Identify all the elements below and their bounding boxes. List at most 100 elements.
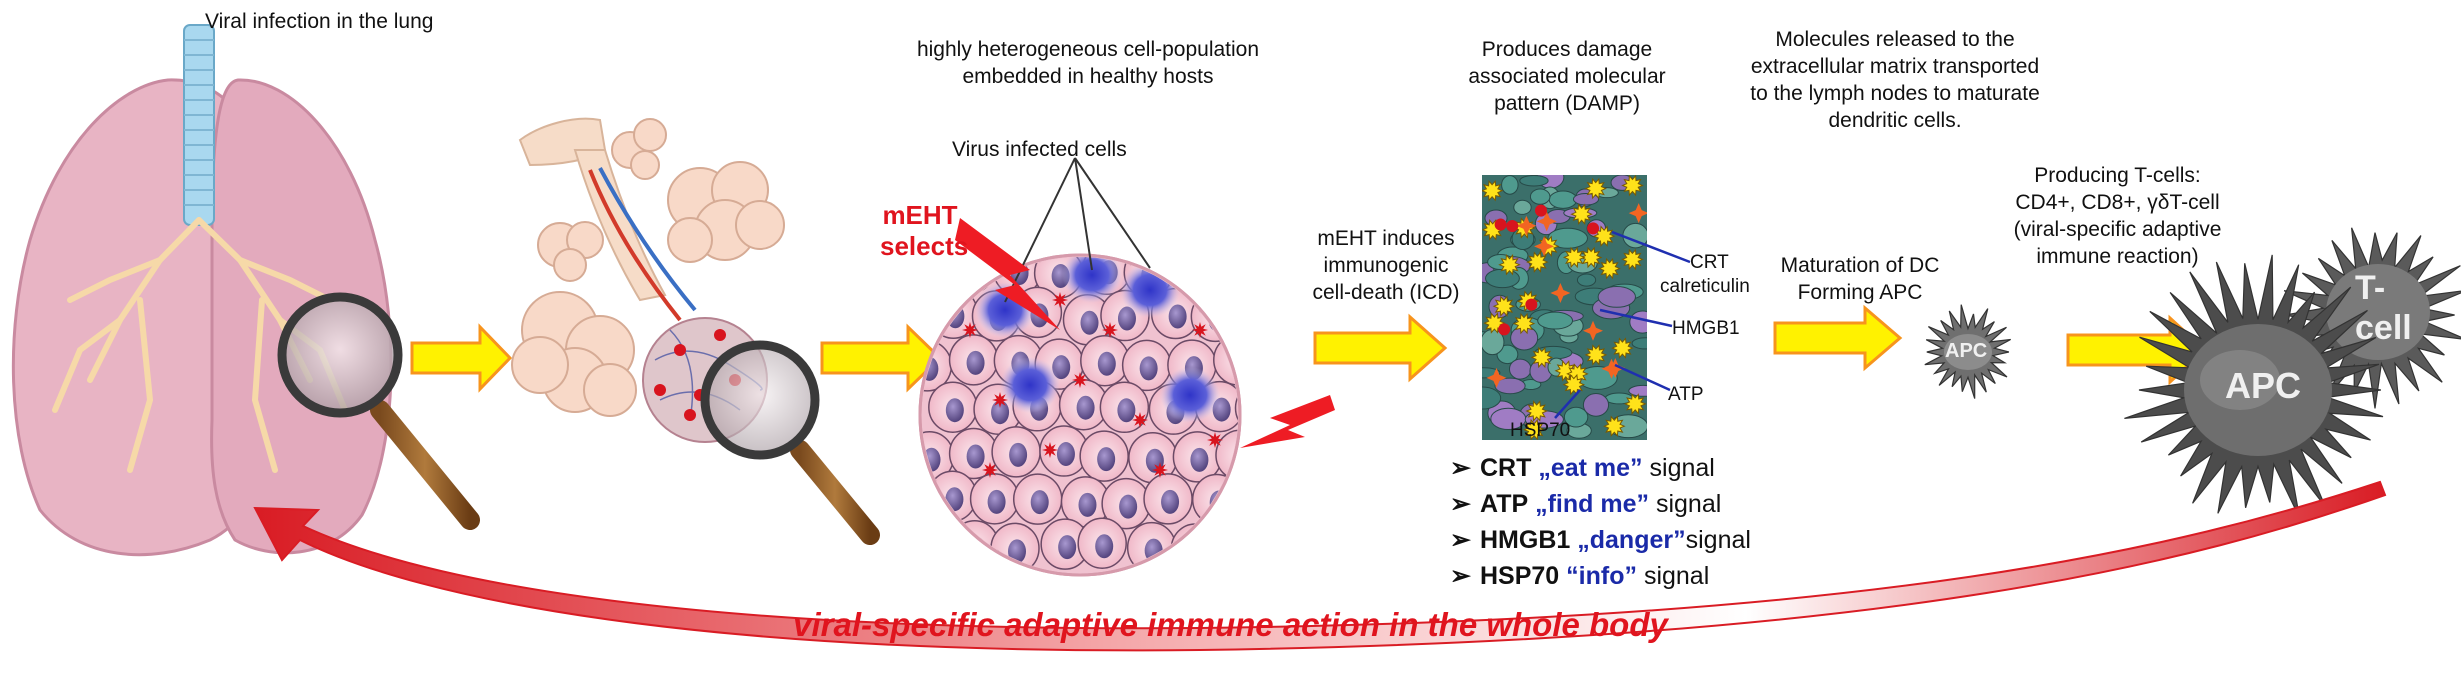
signal-suffix: signal xyxy=(1649,490,1722,518)
virus-particle xyxy=(992,392,1008,408)
cell-nucleus xyxy=(1117,306,1136,331)
tissue-cell xyxy=(1190,290,1238,343)
virus-particle xyxy=(982,462,998,478)
damp-tissue-blob xyxy=(1547,227,1588,249)
damp-tissue-blob xyxy=(1508,358,1532,380)
cell-nucleus xyxy=(987,489,1006,514)
mEHT-selects-line-2: selects xyxy=(880,231,969,261)
signal-phrase: „eat me” xyxy=(1538,454,1643,482)
mEHT-selects-label: mEHT selects xyxy=(880,200,969,262)
cell-nucleus xyxy=(1058,535,1077,560)
cell-nucleus xyxy=(1188,257,1207,282)
signal-molecule: HMGB1 xyxy=(1480,526,1571,554)
signal-row: ➢CRT „eat me” signal xyxy=(1450,450,1751,486)
damp-label-calreticulin: calreticulin xyxy=(1660,276,1750,297)
cell-nucleus xyxy=(945,398,964,423)
cell-nucleus xyxy=(1009,442,1028,467)
tissue-cell xyxy=(1215,429,1238,481)
damp-line-1: Produces damage xyxy=(1481,38,1653,61)
damp-molecule xyxy=(1584,177,1607,200)
cell-nucleus xyxy=(1139,356,1158,381)
damp-tissue-blob xyxy=(1529,188,1551,205)
tissue-cell xyxy=(1170,257,1221,293)
apc-large-label: APC xyxy=(2225,365,2302,406)
cell-nucleus xyxy=(1076,395,1095,420)
damp-tissue-blob xyxy=(1548,190,1578,209)
signal-suffix: signal xyxy=(1642,454,1715,482)
tissue-circle xyxy=(918,237,1268,577)
damp-molecule xyxy=(1562,373,1586,396)
bottom-caption: viral-specific adaptive immune action in… xyxy=(793,606,1668,643)
lightning-bolt-left xyxy=(955,218,1060,330)
cell-nucleus xyxy=(991,400,1010,425)
virus-particle xyxy=(1132,412,1148,428)
damp-label-hsp70: HSP70 xyxy=(1510,420,1571,441)
apc-small-core xyxy=(1944,334,1992,370)
damp-tissue-blob xyxy=(1537,311,1574,330)
cell-nucleus xyxy=(1250,495,1268,519)
damp-molecule xyxy=(1603,415,1626,437)
magnifier-lung xyxy=(277,292,480,530)
signal-molecule: ATP xyxy=(1480,490,1529,518)
tcell-line-1: Producing T-cells: xyxy=(2034,164,2201,187)
damp-tissue-blob xyxy=(1582,393,1610,417)
damp-red-dot xyxy=(1498,323,1511,336)
damp-tissue-blob xyxy=(1496,344,1519,365)
infected-cell xyxy=(1000,357,1060,413)
damp-tissue-blob xyxy=(1628,384,1647,397)
cell-nucleus xyxy=(966,350,985,375)
cell-nucleus xyxy=(1119,494,1138,519)
damp-molecule xyxy=(1570,203,1593,225)
tissue-cell xyxy=(1170,523,1221,573)
signal-row: ➢ATP „find me” signal xyxy=(1450,486,1751,522)
damp-molecule xyxy=(1526,251,1549,273)
damp-micrograph xyxy=(1482,175,1691,440)
damp-line-2: associated molecular xyxy=(1468,65,1666,88)
damp-molecule xyxy=(1621,175,1644,197)
signal-suffix: signal xyxy=(1685,526,1751,554)
icd-line-1: mEHT induces xyxy=(1317,227,1455,250)
molecules-line-4: dendritic cells. xyxy=(1828,109,1962,132)
damp-tissue-blob xyxy=(1485,268,1520,289)
damp-tissue-blob xyxy=(1519,175,1549,187)
apc-small-cell xyxy=(1924,304,2011,399)
flow-arrow-1 xyxy=(410,323,513,393)
signal-suffix: signal xyxy=(1637,562,1710,590)
apc-small-label: APC xyxy=(1945,340,1988,362)
magnifier-alveoli xyxy=(700,340,880,545)
damp-tissue-blob xyxy=(1501,175,1519,195)
damp-molecule xyxy=(1598,257,1621,280)
damp-molecule xyxy=(1621,248,1644,271)
alveoli-illustration xyxy=(511,117,880,545)
feedback-arrow xyxy=(253,480,2387,652)
cell-nucleus xyxy=(1161,489,1180,514)
tissue-cell xyxy=(1231,478,1238,530)
tcell-caption: Producing T-cells: CD4+, CD8+, γδT-cell … xyxy=(1995,162,2240,270)
virus-particle xyxy=(1112,237,1128,253)
damp-molecule xyxy=(1512,312,1536,335)
molecules-line-3: to the lymph nodes to maturate xyxy=(1750,82,2040,105)
lung-illustration xyxy=(11,24,480,557)
apc-large-highlight xyxy=(2200,350,2280,410)
cell-nucleus xyxy=(966,444,985,469)
bullet-arrow-icon: ➢ xyxy=(1450,454,1471,482)
damp-caption: Produces damage associated molecular pat… xyxy=(1452,36,1682,117)
bullet-arrow-icon: ➢ xyxy=(1450,526,1471,554)
damp-atp-star xyxy=(1628,203,1647,224)
damp-molecule xyxy=(1492,295,1516,317)
virus-particle xyxy=(1032,257,1048,258)
damp-molecule xyxy=(1623,393,1647,415)
tcell-label: T- cell xyxy=(2355,268,2412,348)
dc-line-2: Forming APC xyxy=(1797,281,1923,304)
damp-atp-star xyxy=(1534,236,1555,257)
damp-tissue-blob xyxy=(1563,406,1589,428)
damp-molecule xyxy=(1562,246,1586,269)
cell-nucleus xyxy=(963,258,982,283)
dc-line-1: Maturation of DC xyxy=(1780,254,1940,277)
tissue-cell xyxy=(1234,382,1238,434)
cell-nucleus xyxy=(1188,539,1207,564)
damp-tissue-blob xyxy=(1631,337,1647,350)
molecules-caption: Molecules released to the extracellular … xyxy=(1735,26,2055,134)
flow-arrow-4 xyxy=(1773,304,1903,372)
